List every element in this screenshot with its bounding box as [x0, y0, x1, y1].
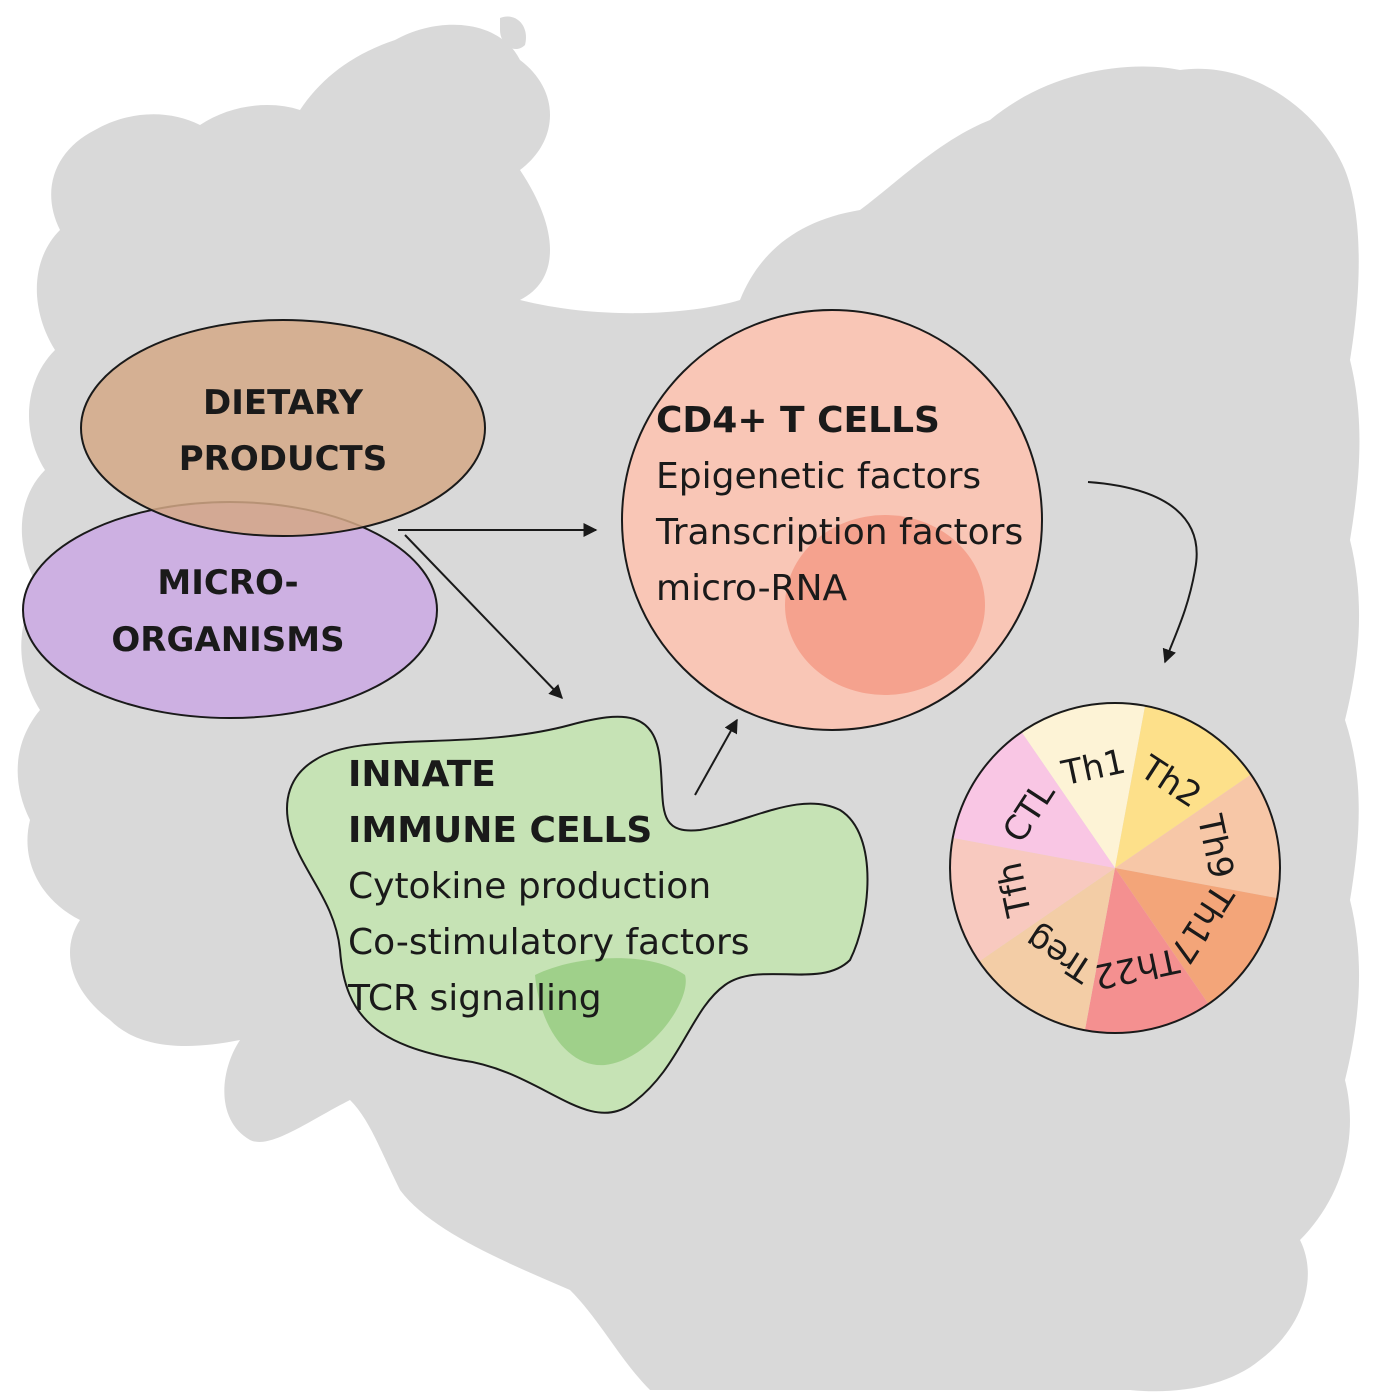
innate-item-3: TCR signalling — [347, 978, 602, 1019]
subset-wedge-th1 — [1021, 703, 1146, 868]
cd4-item-2: Transcription factors — [655, 512, 1023, 553]
innate-item-1: Cytokine production — [348, 866, 711, 907]
subset-wedge-tfh — [950, 837, 1115, 962]
dietary-line-1: DIETARY — [203, 383, 363, 423]
dietary-label: DIETARY PRODUCTS — [179, 383, 387, 479]
subsets-wheel-outline — [949, 702, 1281, 1034]
micro-line-1: MICRO- — [157, 563, 298, 603]
subset-wedge-ctl — [952, 732, 1115, 868]
arrows — [398, 481, 1198, 796]
innate-immune-cell: INNATE IMMUNE CELLS Cytokine production … — [286, 715, 869, 1114]
micro-line-2: ORGANISMS — [111, 620, 344, 660]
subset-wedge-treg — [979, 868, 1115, 1031]
subset-wedge-th17 — [1115, 868, 1278, 1004]
cd4-title: CD4+ T CELLS — [656, 400, 940, 441]
subset-wedge-th2 — [1115, 705, 1251, 868]
cd4-nucleus — [785, 515, 985, 695]
arrow-to-innate — [404, 534, 563, 700]
innate-title-2: IMMUNE CELLS — [348, 810, 652, 851]
innate-nucleus — [535, 958, 686, 1066]
cd4-item-1: Epigenetic factors — [656, 456, 981, 497]
subset-wedge-th22 — [1084, 868, 1209, 1033]
dietary-line-2: PRODUCTS — [179, 439, 387, 479]
subset-wedge-th9 — [1115, 774, 1280, 899]
innate-item-2: Co-stimulatory factors — [348, 922, 750, 963]
micro-organisms-ellipse — [22, 501, 438, 719]
arrow-innate-to-cd4 — [694, 718, 738, 796]
micro-label: MICRO- ORGANISMS — [111, 563, 344, 660]
cd4-t-cell: CD4+ T CELLS Epigenetic factors Transcri… — [621, 309, 1043, 731]
dietary-products-ellipse — [80, 319, 486, 537]
arrow-cd4-to-subsets — [1087, 481, 1198, 664]
innate-cell-body — [286, 715, 869, 1114]
cd4-item-3: micro-RNA — [656, 568, 848, 609]
innate-title-1: INNATE — [348, 754, 496, 795]
